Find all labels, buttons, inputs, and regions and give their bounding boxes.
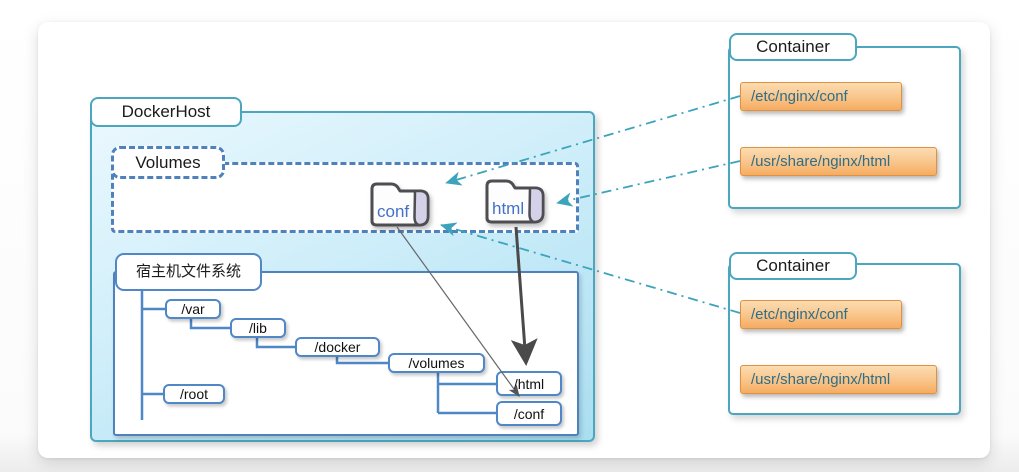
tree-node-docker: /docker	[295, 337, 380, 357]
dockerhost-title: DockerHost	[90, 97, 242, 127]
folder-icon-html: html	[485, 179, 545, 224]
tree-node-lib: /lib	[230, 318, 286, 338]
tree-node-root: /root	[163, 384, 225, 404]
container-1-mount-html: /usr/share/nginx/html	[740, 147, 937, 176]
tree-node-html: /html	[496, 371, 562, 396]
volumes-title: Volumes	[111, 146, 225, 179]
tree-node-conf: /conf	[496, 401, 562, 426]
container-2-title: Container	[729, 252, 857, 280]
container-1-mount-conf: /etc/nginx/conf	[740, 82, 902, 111]
container-1-title: Container	[729, 33, 857, 61]
container-1-box	[728, 46, 961, 209]
filesystem-title: 宿主机文件系统	[115, 253, 262, 291]
container-2-mount-html: /usr/share/nginx/html	[740, 365, 937, 394]
container-2-mount-conf: /etc/nginx/conf	[740, 300, 902, 329]
folder-label-html: html	[492, 199, 524, 218]
folder-label-conf: conf	[377, 202, 409, 221]
tree-node-volumes: /volumes	[388, 353, 485, 373]
folder-icon-conf: conf	[370, 182, 430, 227]
tree-node-var: /var	[165, 299, 221, 319]
